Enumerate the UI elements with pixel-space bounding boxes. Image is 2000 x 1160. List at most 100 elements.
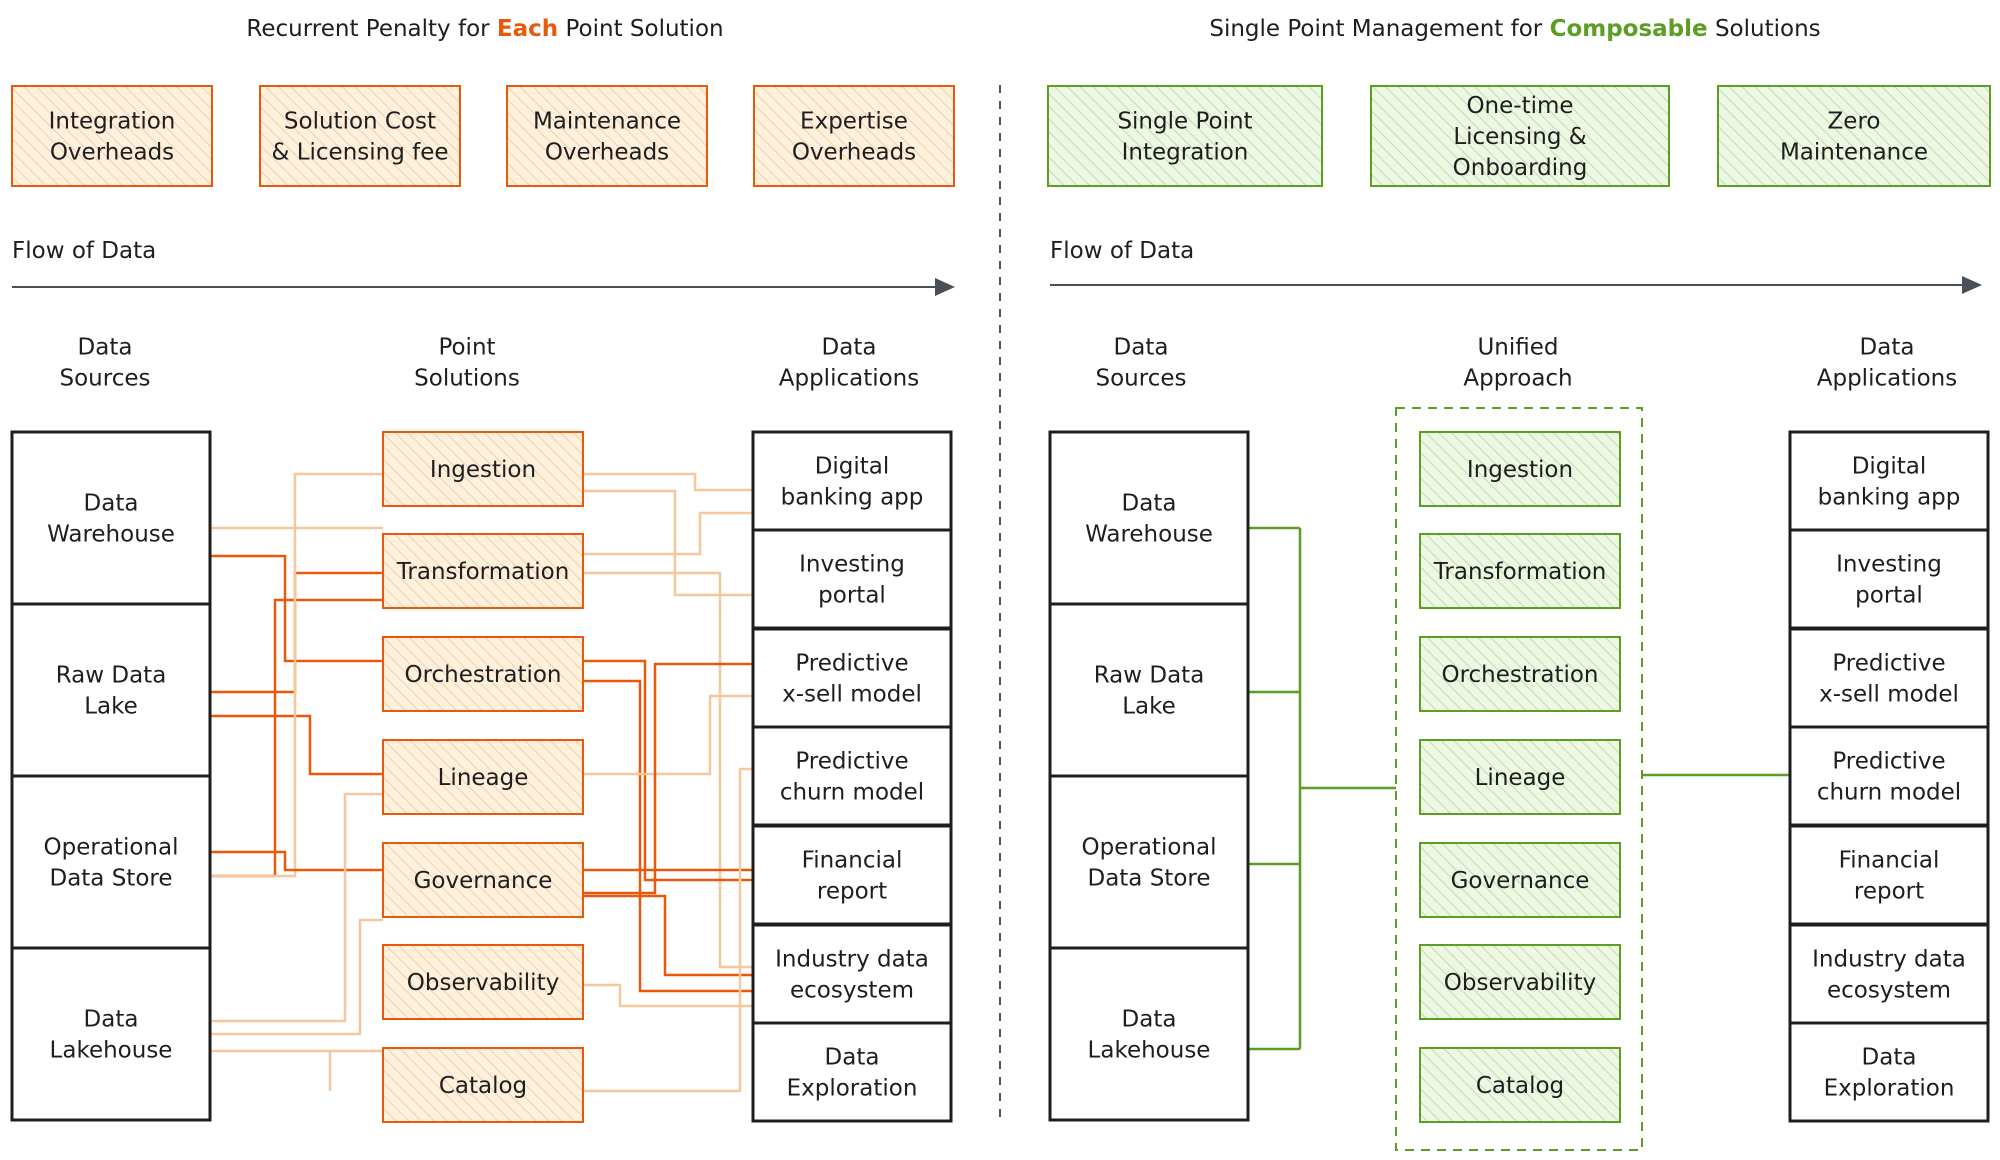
- right-flow-label: Flow of Data: [1050, 238, 1194, 264]
- unified-solution-governance: Governance: [1419, 842, 1621, 918]
- left-connector-16: [583, 659, 753, 882]
- left-connector-12: [583, 472, 753, 492]
- left-connector-20: [583, 662, 753, 895]
- left-solution-lineage-label: Lineage: [438, 765, 529, 791]
- left-connector-23: [583, 767, 753, 1093]
- left-connector-18: [583, 694, 753, 776]
- left-solution-ingestion-label: Ingestion: [430, 457, 536, 483]
- left-connector-6: [210, 472, 383, 878]
- left-connector-5: [210, 598, 383, 878]
- left-connector-13: [583, 489, 753, 597]
- left-connector-9: [210, 918, 383, 1036]
- left-solution-governance: Governance: [382, 842, 584, 918]
- left-connector-17: [583, 679, 753, 993]
- left-connector-3: [210, 571, 383, 694]
- cost-box-solution-cost-licensing-fee-label: Solution Cost& Licensing fee: [271, 109, 448, 166]
- left-connector-15: [583, 571, 753, 969]
- left-solution-ingestion: Ingestion: [382, 431, 584, 507]
- unified-solution-catalog-label: Catalog: [1476, 1073, 1564, 1099]
- left-solution-observability: Observability: [382, 944, 584, 1020]
- unified-solution-observability-label: Observability: [1444, 970, 1596, 996]
- left-solution-transformation: Transformation: [382, 533, 584, 609]
- left-solution-governance-label: Governance: [414, 868, 553, 894]
- left-connector-4: [210, 714, 383, 776]
- left-connector-21: [583, 894, 753, 977]
- right-flow-arrow: [1050, 276, 1982, 294]
- unified-solution-transformation: Transformation: [1419, 533, 1621, 609]
- left-solution-orchestration: Orchestration: [382, 636, 584, 712]
- left-flow-arrow: [12, 278, 955, 296]
- left-connectors: [210, 472, 753, 1093]
- left-solution-observability-label: Observability: [407, 970, 559, 996]
- left-solution-catalog-label: Catalog: [439, 1073, 527, 1099]
- left-solution-transformation-label: Transformation: [396, 559, 570, 585]
- left-connector-14: [583, 511, 753, 556]
- left-flow-label: Flow of Data: [12, 238, 156, 264]
- cost-box-solution-cost-licensing-fee: Solution Cost& Licensing fee: [259, 85, 461, 187]
- unified-solution-orchestration: Orchestration: [1419, 636, 1621, 712]
- left-title: Recurrent Penalty for Each Point Solutio…: [246, 16, 723, 42]
- right-unified-approach: IngestionTransformationOrchestrationLine…: [1395, 407, 1643, 1151]
- unified-solution-ingestion-label: Ingestion: [1467, 457, 1573, 483]
- right-title-highlight: Composable: [1550, 16, 1708, 42]
- left-title-highlight: Each: [497, 16, 558, 42]
- left-point-solutions: IngestionTransformationOrchestrationLine…: [382, 431, 584, 1123]
- right-connectors: [1248, 526, 1790, 1051]
- unified-solution-lineage-label: Lineage: [1475, 765, 1566, 791]
- right-title: Single Point Management for Composable S…: [1209, 16, 1820, 42]
